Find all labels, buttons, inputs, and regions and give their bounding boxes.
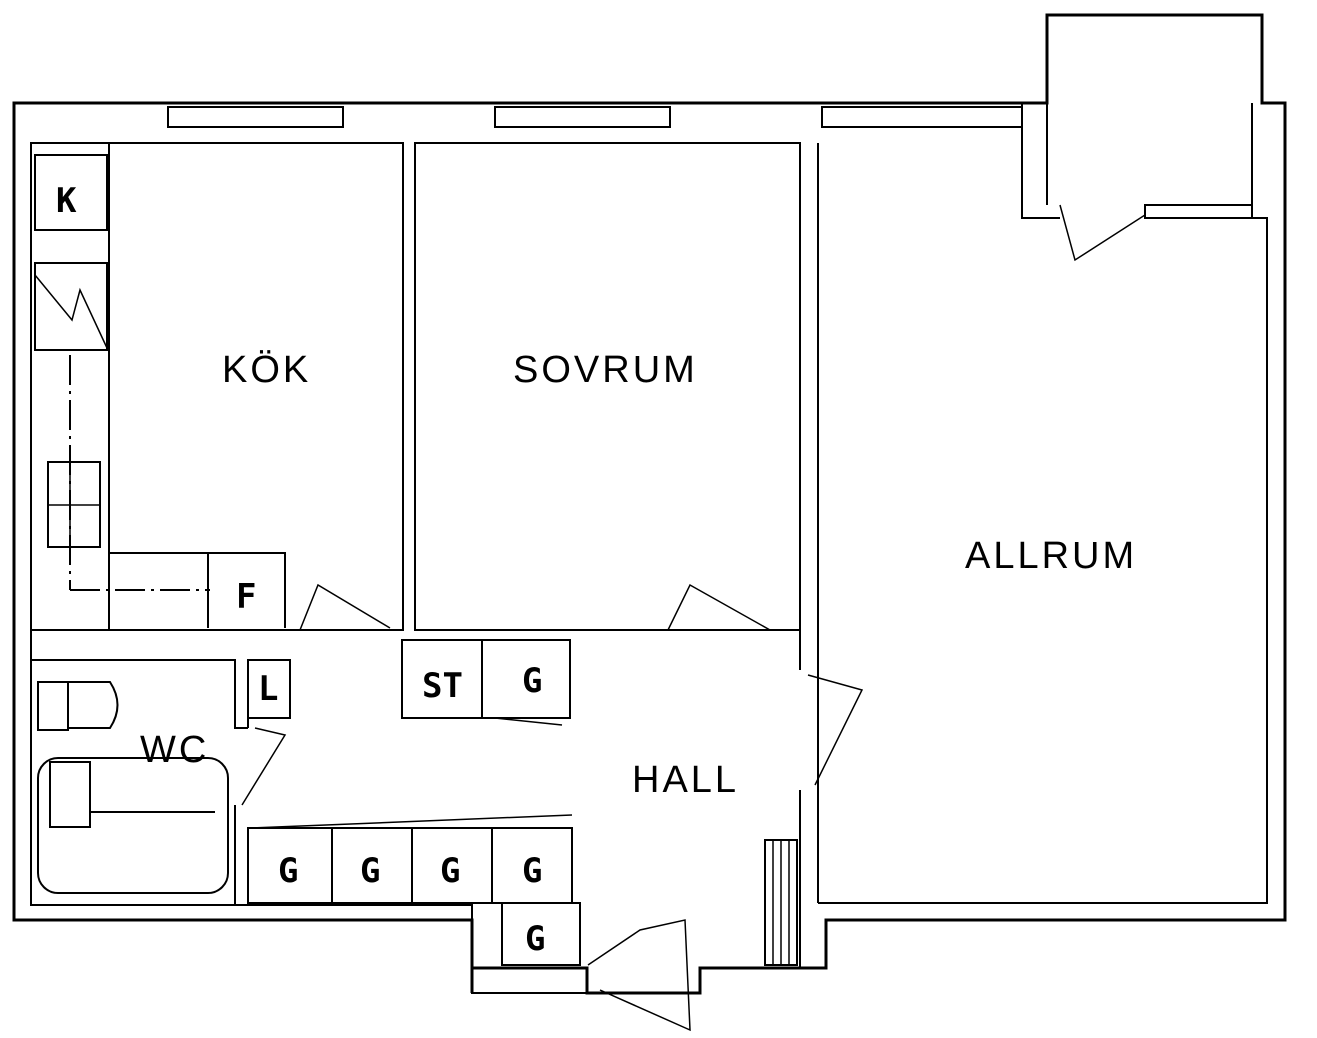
unit-label-st: ST: [422, 666, 463, 706]
hall-closets: [247, 639, 798, 1032]
allrum: [807, 143, 864, 903]
window-balcony: [1144, 204, 1253, 219]
toilet: [37, 681, 69, 731]
unit-label-g-1: G: [278, 851, 298, 891]
room-label-kok: KÖK: [222, 349, 311, 391]
k-cabinet: [34, 154, 108, 231]
room-label-hall: HALL: [632, 759, 739, 801]
kitchen: [30, 142, 404, 631]
room-label-sovrum: SOVRUM: [513, 349, 698, 391]
unit-label-g-3: G: [440, 851, 460, 891]
unit-label-g-2: G: [360, 851, 380, 891]
unit-label-k: K: [56, 181, 77, 221]
windows: [167, 106, 1253, 219]
unit-label-l: L: [258, 669, 278, 709]
balcony: [1021, 103, 1146, 262]
bathtub: [37, 757, 229, 894]
window-sovrum: [494, 106, 671, 128]
unit-label-g-hall-top: G: [522, 661, 542, 701]
room-label-wc: WC: [140, 729, 209, 771]
room-label-allrum: ALLRUM: [965, 535, 1137, 577]
window-kok: [167, 106, 344, 128]
unit-label-g-5: G: [525, 919, 545, 959]
sovrum: [414, 142, 801, 670]
outer-walls: [12, 13, 1287, 995]
unit-label-g-4: G: [522, 851, 542, 891]
unit-label-f: F: [236, 577, 256, 617]
wc: [31, 659, 291, 905]
window-allrum: [821, 106, 1023, 128]
